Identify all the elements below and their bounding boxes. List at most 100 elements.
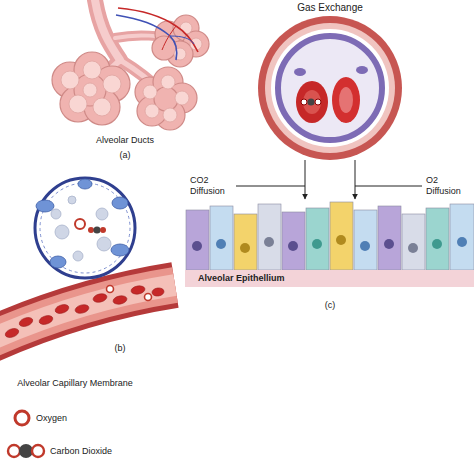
- legend-text: Oxygen: [36, 413, 67, 424]
- alveolus-part-part: [55, 225, 69, 239]
- alveolus-part-part: [111, 244, 129, 256]
- panel-letter: (c): [325, 300, 336, 311]
- capillary-cross-section-part: [356, 66, 368, 74]
- alveolar-epithelium-part: [210, 206, 233, 270]
- alveolar-epithelium-part: [450, 204, 474, 270]
- alveolus-part-part: [73, 251, 83, 261]
- panel-letter: (b): [115, 343, 126, 354]
- red-blood-cells-part: [54, 303, 70, 315]
- alveolar-ducts-part-part: [103, 75, 121, 93]
- alveolus-part: [75, 219, 85, 229]
- red-blood-cells: [4, 285, 164, 339]
- diffusion-label: CO2 Diffusion: [190, 175, 236, 197]
- alveolar-ducts-part-part: [83, 61, 101, 79]
- capillary-band: [0, 285, 175, 340]
- panel-letter: (a): [120, 150, 131, 161]
- alveolar-epithelium: [185, 202, 474, 287]
- alveolar-ducts-part-part: [163, 108, 177, 122]
- alveolar-epithelium-part-part: [432, 239, 442, 249]
- alveolar-ducts-part-part: [95, 0, 120, 60]
- alveolar-epithelium-part: [306, 208, 329, 270]
- alveolus-part-part: [97, 237, 111, 251]
- alveolar-ducts-part-part: [145, 104, 159, 118]
- alveolar-epithelium-part: [402, 214, 425, 270]
- diffusion-leaders: [236, 160, 422, 199]
- alveolar-epithelium-part: [186, 210, 209, 270]
- capillary-oxygen: [107, 286, 152, 301]
- capillary-cross-section-part: [258, 16, 402, 160]
- alveolar-epithelium-part: [426, 208, 449, 270]
- alveolar-ducts-part-part: [170, 36, 194, 44]
- oxygen-icon: [15, 411, 29, 425]
- alveolar-ducts-part: [95, 0, 178, 95]
- red-blood-cells-part: [74, 303, 90, 314]
- alveolar-ducts-part-part: [118, 8, 198, 52]
- alveolus-part: [88, 227, 94, 233]
- alveolar-epithelium-part-part: [408, 243, 418, 253]
- alveolar-epithelium-part: [378, 206, 401, 270]
- capillary-cross-section-part: [265, 23, 395, 153]
- alveolar-epithelium-part-part: [288, 241, 298, 251]
- carbon-dioxide-icon-part: [32, 445, 44, 457]
- capillary-cross-section-part: [315, 99, 321, 105]
- alveolus-part-part: [78, 179, 92, 189]
- capillary-cross-section-part: [296, 81, 328, 123]
- red-blood-cells-part: [152, 287, 165, 297]
- alveolar-ducts-part-part: [143, 85, 157, 99]
- alveolar-ducts-part-part: [116, 15, 177, 60]
- legend-text: Carbon Dioxide: [50, 446, 112, 457]
- red-blood-cells-part: [4, 327, 20, 339]
- alveolar-ducts-part-part: [61, 71, 79, 89]
- alveolus-part-part: [50, 256, 66, 268]
- alveolar-ducts-part-part: [83, 83, 97, 97]
- capillary-oxygen-part: [107, 286, 114, 293]
- alveolus-part: [40, 183, 130, 273]
- alveolus: [35, 178, 135, 278]
- alveolar-epithelium-part-part: [240, 243, 250, 253]
- carbon-dioxide-icon-part: [8, 445, 20, 457]
- capillary-cross-section-part: [307, 98, 314, 105]
- diffusion-leaders-part: [355, 186, 422, 187]
- alveolar-ducts-part-part: [180, 22, 192, 34]
- diffusion-label: O2 Diffusion: [426, 175, 470, 197]
- alveolar-epithelium-part-part: [216, 239, 226, 249]
- alveolus-part: [51, 196, 111, 261]
- alveolus-part-part: [112, 197, 128, 209]
- alveolar-epithelium-part-part: [336, 235, 346, 245]
- alveolar-ducts-part: [61, 22, 202, 122]
- capillary-cross-section-part: [271, 29, 389, 147]
- capillary-cross-section: [258, 16, 402, 160]
- capillary-cross-section-part: [301, 99, 307, 105]
- red-blood-cells-part: [18, 316, 34, 328]
- alveolar-ducts-part-part: [161, 75, 175, 89]
- alveolar-epithelium-part-part: [360, 241, 370, 251]
- capillary-band-part: [0, 285, 175, 340]
- alveolar-ducts-part-part: [95, 0, 120, 60]
- alveolus-part: [93, 226, 100, 233]
- capillary-band-part: [0, 285, 175, 340]
- panel-caption: Alveolar Capillary Membrane: [17, 378, 133, 389]
- capillary-cross-section-part: [339, 87, 353, 113]
- oxygen-icon-part: [15, 411, 29, 425]
- alveolus-part-part: [96, 208, 108, 220]
- alveolar-ducts: [52, 0, 209, 130]
- alveolar-ducts-part-part: [162, 26, 176, 50]
- capillary-cross-section-part: [332, 77, 360, 123]
- alveolar-epithelium-part-part: [192, 241, 202, 251]
- alveolus-part: [100, 227, 106, 233]
- capillary-band-part: [0, 285, 175, 340]
- alveolus-part-part: [68, 196, 76, 204]
- alveolar-epithelium-part: [192, 235, 467, 253]
- alveolus-part: [36, 179, 129, 268]
- panel-caption: Gas Exchange: [297, 2, 363, 13]
- alveolar-epithelium-part: [258, 204, 281, 270]
- tissue-label: Alveolar Epithellium: [198, 273, 285, 284]
- diffusion-leaders-part: [355, 160, 356, 199]
- alveolar-ducts-part-part: [175, 91, 189, 105]
- alveolar-epithelium-part-part: [457, 237, 467, 247]
- alveolar-epithelium-part: [185, 270, 474, 287]
- alveolar-epithelium-part: [354, 210, 377, 270]
- alveolar-epithelium-part: [330, 202, 353, 270]
- red-blood-cells-part: [130, 285, 145, 295]
